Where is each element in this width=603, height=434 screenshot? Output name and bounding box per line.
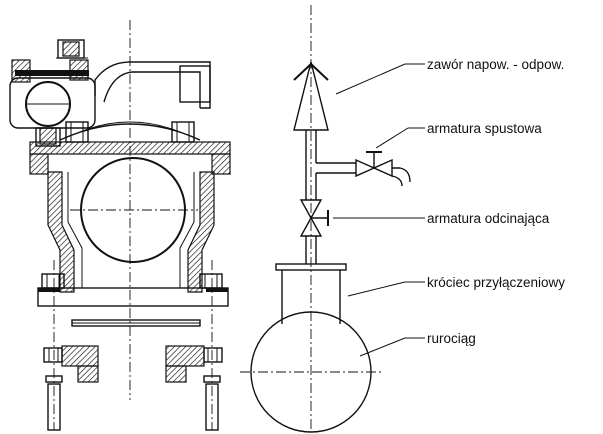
installation-schematic: zawór napow. - odpow. armatura spustowa … <box>240 5 565 433</box>
air-valve-symbol <box>293 61 329 131</box>
valve-body-right-wall <box>187 171 215 293</box>
valve-elbow <box>94 61 211 109</box>
label-connector: króciec przyłączeniowy <box>427 275 565 290</box>
valve-body-left-wall <box>47 171 75 293</box>
valve-cross-section <box>9 20 231 431</box>
drain-branch <box>316 151 411 187</box>
bolts <box>45 260 221 431</box>
leader-lines <box>333 63 425 357</box>
valve-cap <box>9 39 96 147</box>
connector-stub <box>275 263 347 324</box>
label-pipeline: rurociąg <box>427 331 476 346</box>
label-shutoff-valve: armatura odcinająca <box>427 211 550 226</box>
mating-flange <box>43 345 223 383</box>
shutoff-valve-symbol <box>299 199 329 264</box>
label-air-valve: zawór napow. - odpow. <box>427 57 564 72</box>
valve-bottom-flange <box>37 273 229 307</box>
label-drain-valve: armatura spustowa <box>427 121 542 136</box>
valve-cover <box>29 121 231 175</box>
pipeline-circle <box>240 311 382 433</box>
